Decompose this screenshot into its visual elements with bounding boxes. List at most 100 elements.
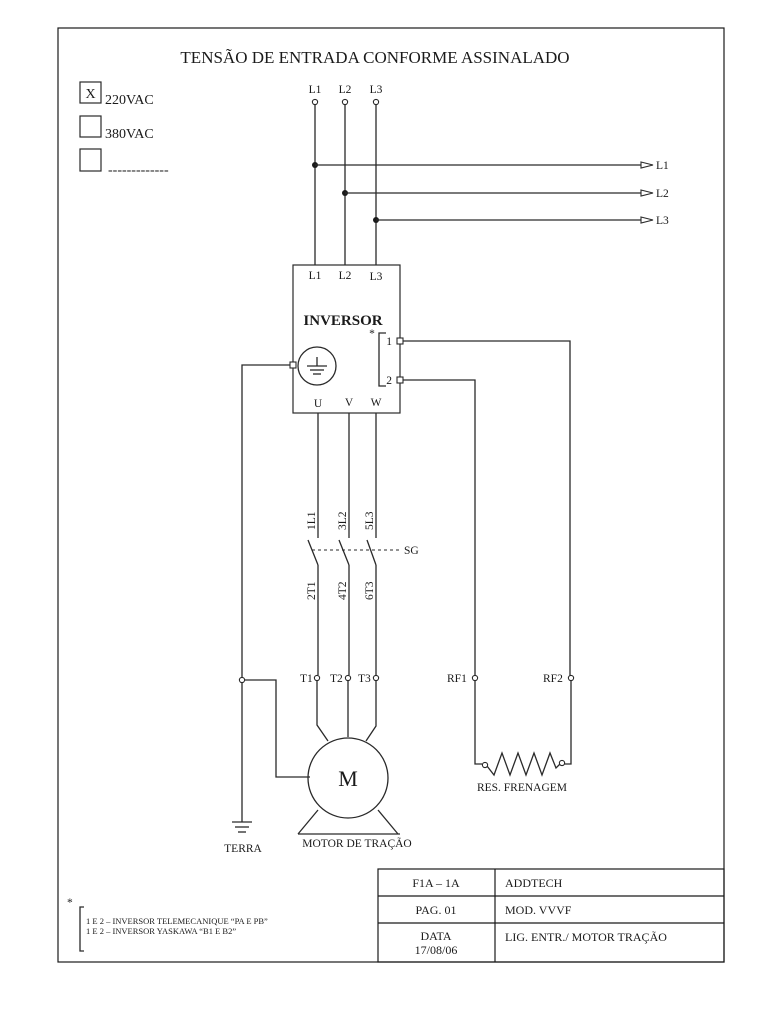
contactor-top-3: 5L3: [364, 511, 376, 530]
bracket: [79, 906, 84, 952]
terminal-icon: [311, 98, 319, 106]
terminal-icon: [481, 761, 489, 769]
wire-motor-t3: [365, 681, 377, 742]
resistor-icon: [486, 751, 561, 777]
terminal-icon: [558, 759, 566, 767]
inverter-input-l3: L3: [370, 271, 383, 283]
notes: * 1 E 2 – INVERSOR TELEMECANIQUE “PA E P…: [67, 897, 268, 952]
ground-symbol-icon: [297, 346, 337, 386]
contactor-bottom-2: 4T2: [337, 581, 349, 600]
terminal-icon: [341, 98, 349, 106]
terminal-icon: [238, 676, 246, 684]
notes-asterisk: *: [67, 897, 73, 909]
motor-terminal-t1: T1: [300, 673, 313, 685]
terminal-icon: [313, 674, 321, 682]
voltage-label: -------------: [108, 163, 169, 178]
resistor-label: RES. FRENAGEM: [477, 782, 567, 794]
inverter: L1 L2 L3 INVERSOR * 1 2 U V W: [289, 264, 404, 414]
motor-terminal-t3: T3: [358, 673, 371, 685]
contactor-bottom-1: 2T1: [306, 581, 318, 600]
motor-terminals: T1 T2 T3: [300, 673, 380, 742]
brake-terminal-rf1: RF1: [447, 673, 467, 685]
inverter-output-v: V: [345, 397, 354, 409]
supply-label-l1: L1: [309, 84, 322, 96]
wire-brake-1: [403, 340, 571, 677]
supply-inputs: L1 L2 L3: [309, 84, 383, 265]
arrow-icon: [640, 189, 654, 197]
inverter-asterisk: *: [369, 328, 375, 340]
brake-resistor: RF1 RF2 RES. FRENAGEM: [447, 673, 575, 794]
checkbox-mark: X: [85, 87, 95, 102]
voltage-checkbox[interactable]: [79, 148, 102, 172]
voltage-label: 220VAC: [105, 93, 154, 108]
inverter-box: [292, 264, 401, 414]
wire-motor-ground: [245, 679, 310, 778]
wire-brake-2: [403, 379, 476, 677]
voltage-option-other[interactable]: -------------: [79, 148, 169, 178]
inverter-output-w: W: [371, 397, 382, 409]
output-label-l3: L3: [656, 215, 669, 227]
drawing-number: F1A – 1A: [412, 876, 460, 890]
voltage-option-380[interactable]: 380VAC: [79, 115, 154, 142]
wire-motor-t1: [316, 681, 329, 742]
date-value: 17/08/06: [415, 943, 458, 957]
supply-outputs: L1 L2 L3: [312, 160, 669, 227]
note-line: 1 E 2 – INVERSOR TELEMECANIQUE “PA E PB”: [86, 916, 268, 926]
supply-label-l2: L2: [339, 84, 352, 96]
contactor-bottom-3: 6T3: [364, 581, 376, 600]
brake-terminal-2-label: 2: [386, 375, 392, 387]
brake-terminal-rf2: RF2: [543, 673, 563, 685]
terminal-icon: [396, 337, 404, 345]
inverter-input-l2: L2: [339, 270, 352, 282]
motor-icon: [307, 737, 389, 819]
voltage-checkbox[interactable]: [79, 115, 102, 138]
motor: M MOTOR DE TRAÇÃO: [297, 737, 412, 850]
switch-blade-icon: [307, 539, 319, 566]
inverter-output-u: U: [314, 398, 323, 410]
contactor-name: SG: [404, 545, 419, 557]
contactor-top-1: 1L1: [306, 511, 318, 530]
contactor-top-2: 3L2: [337, 511, 349, 530]
switch-blade-icon: [338, 539, 350, 566]
model: MOD. VVVF: [505, 903, 572, 917]
arrow-icon: [640, 161, 654, 169]
motor-label: MOTOR DE TRAÇÃO: [302, 836, 411, 850]
diagram-title: TENSÃO DE ENTRADA CONFORME ASSINALADO: [180, 48, 569, 67]
terminal-icon: [567, 674, 575, 682]
inverter-title: INVERSOR: [303, 313, 382, 329]
wire-rf2: [564, 681, 572, 765]
voltage-option-220[interactable]: X 220VAC: [79, 81, 154, 108]
wire-ground: [241, 364, 290, 822]
terminal-icon: [372, 674, 380, 682]
terminal-icon: [471, 674, 479, 682]
voltage-checkbox[interactable]: [79, 81, 102, 104]
output-label-l2: L2: [656, 188, 669, 200]
motor-base: [377, 809, 399, 835]
terminal-icon: [344, 674, 352, 682]
motor-base: [297, 809, 319, 835]
supply-label-l3: L3: [370, 84, 383, 96]
wire-rf1: [474, 681, 482, 765]
title-block-frame: [377, 868, 725, 963]
company-name: ADDTECH: [505, 876, 563, 890]
drawing-description: LIG. ENTR./ MOTOR TRAÇÃO: [505, 930, 667, 944]
page-number: PAG. 01: [416, 903, 457, 917]
motor-terminal-t2: T2: [330, 673, 343, 685]
motor-symbol: M: [338, 766, 358, 791]
note-line: 1 E 2 – INVERSOR YASKAWA “B1 E B2”: [86, 926, 236, 936]
earth-ground-icon: [232, 821, 252, 833]
terminal-icon: [396, 376, 404, 384]
title-block: F1A – 1A ADDTECH PAG. 01 MOD. VVVF DATA …: [377, 868, 725, 963]
terminal-icon: [372, 98, 380, 106]
voltage-label: 380VAC: [105, 127, 154, 142]
terminal-icon: [289, 361, 297, 369]
bracket: [378, 332, 386, 387]
brake-terminal-1-label: 1: [386, 336, 392, 348]
output-label-l1: L1: [656, 160, 669, 172]
switch-blade-icon: [366, 539, 377, 566]
arrow-icon: [640, 216, 654, 224]
date-label: DATA: [420, 929, 451, 943]
ground-label: TERRA: [224, 843, 262, 855]
inverter-input-l1: L1: [309, 270, 322, 282]
